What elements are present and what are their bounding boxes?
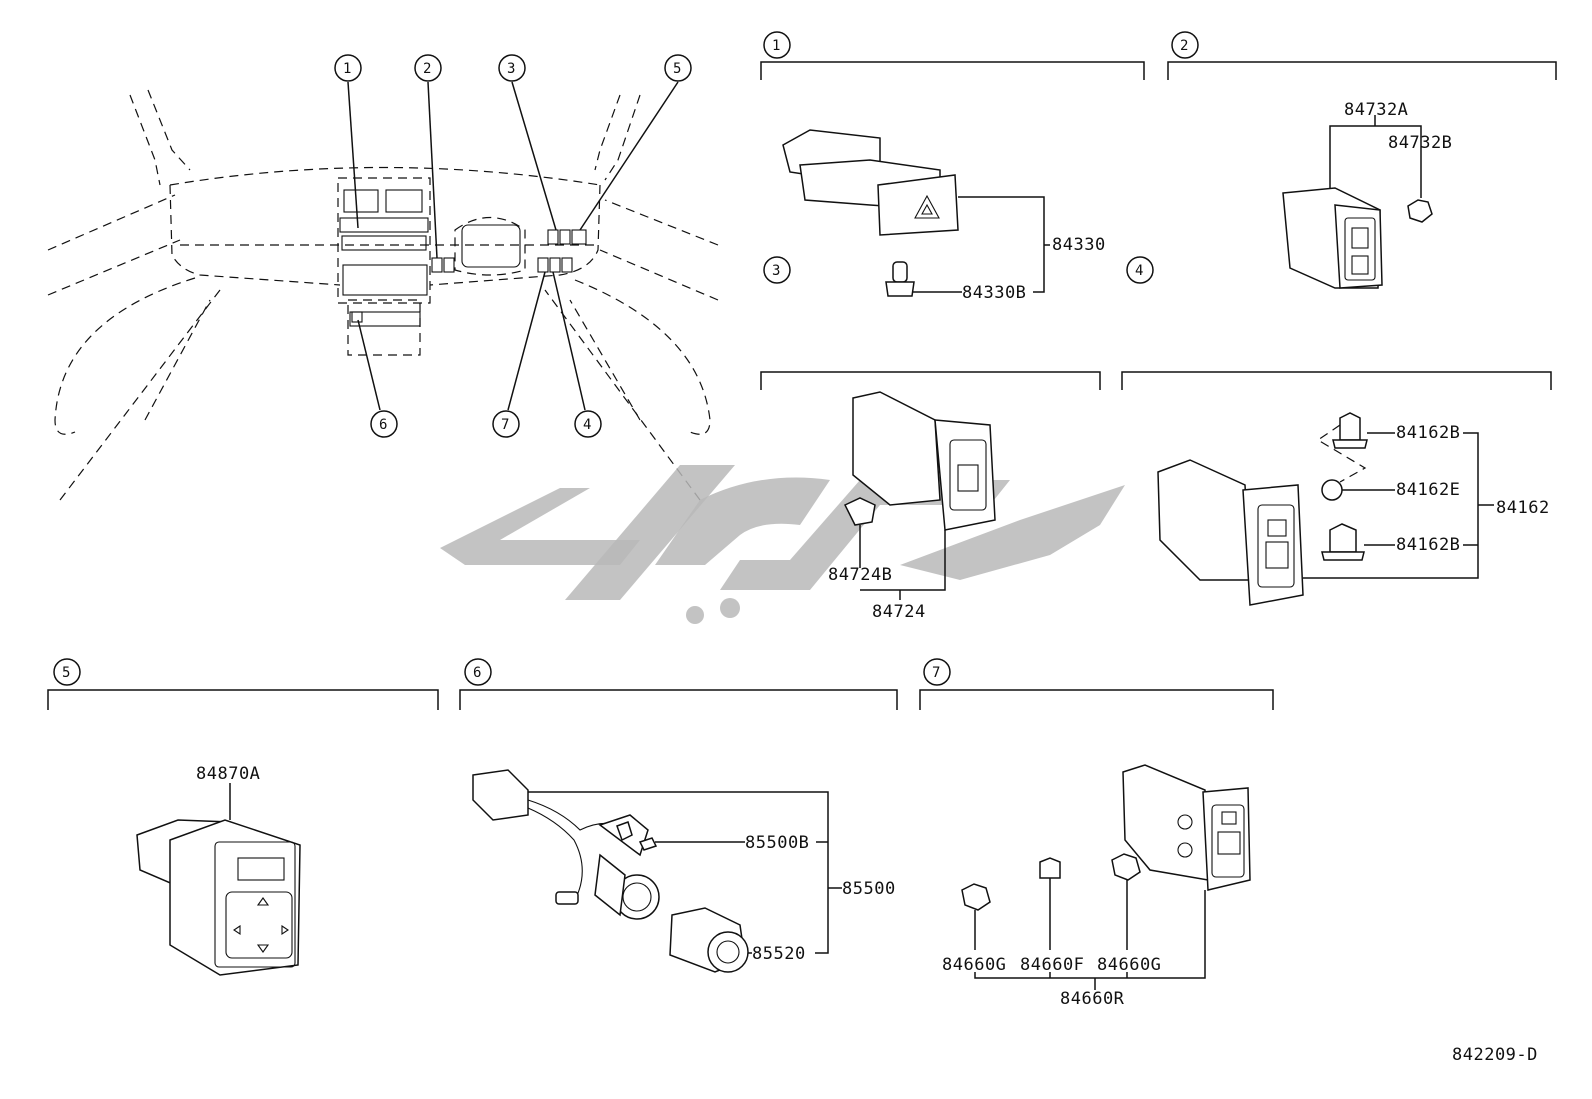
- part-84660G-right: 84660G: [1097, 955, 1161, 975]
- callout-5: 5: [664, 54, 692, 82]
- svg-text:3: 3: [507, 61, 515, 77]
- part-84732A: 84732A: [1344, 100, 1408, 120]
- svg-text:5: 5: [673, 61, 681, 77]
- section-2-number: 2: [1180, 38, 1188, 54]
- svg-text:4: 4: [583, 417, 591, 433]
- dashboard-overview: 1 2 3 5 6 7 4: [47, 54, 719, 501]
- section-3: 3 84724B 84724: [760, 256, 1101, 622]
- svg-text:2: 2: [423, 61, 431, 77]
- watermark-logo: [440, 465, 1125, 624]
- part-84732B: 84732B: [1388, 133, 1452, 153]
- part-84660F: 84660F: [1020, 955, 1084, 975]
- part-85500B: 85500B: [745, 833, 809, 853]
- section-3-number: 3: [772, 263, 780, 279]
- part-84724: 84724: [872, 602, 926, 622]
- section-5-number: 5: [62, 665, 70, 681]
- section-6-number: 6: [473, 665, 481, 681]
- part-85520: 85520: [752, 944, 806, 964]
- part-85500: 85500: [842, 879, 896, 899]
- callout-2: 2: [414, 54, 442, 82]
- callout-7: 7: [492, 410, 520, 438]
- section-4: 4 84162B 84162E 84162B 84162: [1121, 256, 1552, 606]
- part-84162B-bottom: 84162B: [1396, 535, 1460, 555]
- section-1-number: 1: [772, 38, 780, 54]
- section-2: 2 84732A 84732B: [1167, 31, 1557, 289]
- part-84724B: 84724B: [828, 565, 892, 585]
- callout-3: 3: [498, 54, 526, 82]
- section-6: 6 85500B 85500 85520: [459, 658, 898, 973]
- callout-1: 1: [334, 54, 362, 82]
- svg-text:7: 7: [501, 417, 509, 433]
- section-4-number: 4: [1135, 263, 1143, 279]
- part-84162B-top: 84162B: [1396, 423, 1460, 443]
- part-84660G-left: 84660G: [942, 955, 1006, 975]
- part-84162: 84162: [1496, 498, 1550, 518]
- part-84660R: 84660R: [1060, 989, 1125, 1009]
- part-84330B: 84330B: [962, 283, 1026, 303]
- diagram-code: 842209-D: [1452, 1045, 1538, 1065]
- part-84330: 84330: [1052, 235, 1106, 255]
- section-1: 1 84330 84330B: [760, 31, 1145, 303]
- part-84870A: 84870A: [196, 764, 260, 784]
- section-7: 7 84660G 84660F 84660G 84660R: [919, 658, 1274, 1009]
- part-84162E: 84162E: [1396, 480, 1460, 500]
- callout-6: 6: [370, 410, 398, 438]
- callout-4: 4: [574, 410, 602, 438]
- section-5: 5 84870A: [47, 658, 439, 976]
- section-7-number: 7: [932, 665, 940, 681]
- svg-text:1: 1: [343, 61, 351, 77]
- svg-text:6: 6: [379, 417, 387, 433]
